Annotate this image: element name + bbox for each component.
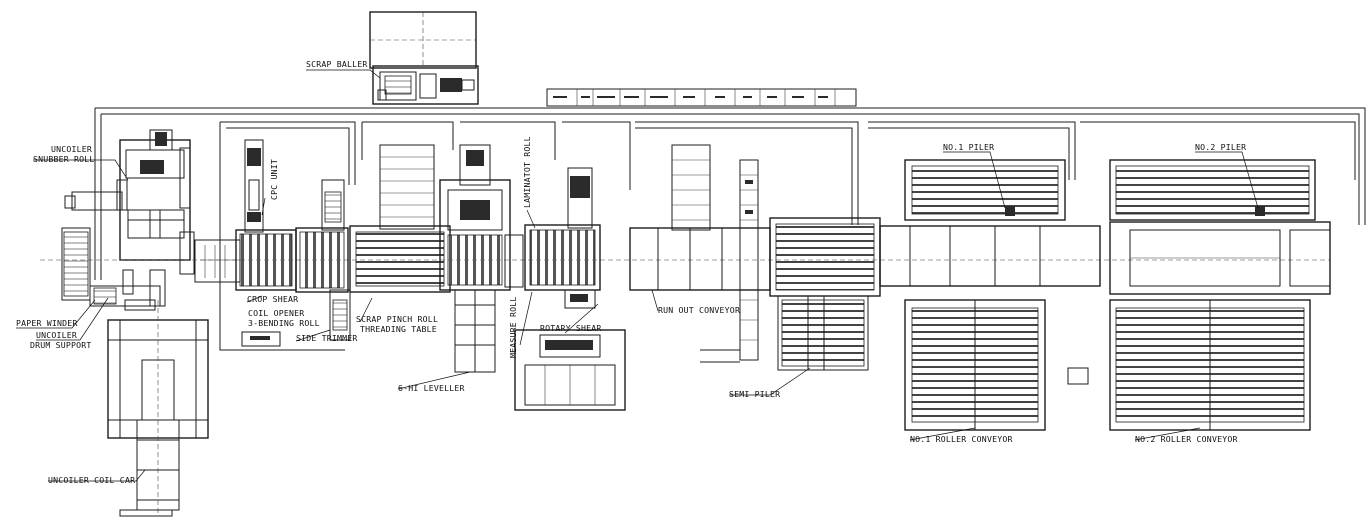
label-laminatot-roll: LAMINATOT ROLL [522, 136, 532, 208]
operator-pulpit [1067, 367, 1089, 385]
label-scrap-pinch-roll: SCRAP PINCH ROLL [356, 314, 438, 324]
leader-lines [16, 69, 1259, 482]
label-crop-shear: CROP SHEAR [247, 294, 298, 304]
label-threading-table: THREADING TABLE [360, 324, 437, 334]
labels: SCRAP BALLER UNCOILER SNUBBER ROLL CPC U… [16, 59, 1246, 485]
uncoiler-coil-car [107, 300, 209, 517]
label-uncoiler-snubber-roll-line1: UNCOILER [51, 144, 92, 154]
crop-shear-group [235, 139, 349, 293]
control-panel-bar [546, 88, 857, 107]
uncoiler-area [40, 129, 1330, 311]
label-uncoiler-drum-support-line2: DRUM SUPPORT [30, 340, 92, 350]
label-semi-piler: SEMI PILER [729, 389, 780, 399]
label-no2-roller-conveyor: NO.2 ROLLER CONVEYOR [1135, 434, 1238, 444]
threading-table [349, 144, 451, 293]
rotary-shear-group [514, 167, 626, 411]
cable-tray-outline [94, 107, 1366, 351]
label-coil-opener: COIL OPENER [248, 308, 304, 318]
exit-line [879, 221, 1331, 295]
label-no2-piler: NO.2 PILER [1195, 142, 1246, 152]
label-6-hi-leveller: 6-HI LEVELLER [398, 383, 465, 393]
semi-piler [769, 217, 881, 371]
label-uncoiler-snubber-roll-line2: SNUBBER ROLL [33, 154, 95, 164]
entry-table [194, 239, 241, 283]
label-3-bending-roll: 3-BENDING ROLL [248, 318, 320, 328]
label-paper-winder: PAPER WINDER [16, 318, 78, 328]
label-measure-roll: MEASURE ROLL [508, 296, 518, 358]
label-side-trimmer: SIDE TRIMMER [296, 333, 358, 343]
label-no1-piler: NO.1 PILER [943, 142, 994, 152]
label-no1-roller-conveyor: NO.1 ROLLER CONVEYOR [910, 434, 1013, 444]
side-trimmer [241, 289, 351, 347]
label-scrap-baller: SCRAP BALLER [306, 59, 368, 69]
scrap-baller [369, 11, 479, 105]
label-cpc-unit: CPC UNIT [269, 159, 279, 200]
label-run-out-conveyor: RUN OUT CONVEYOR [658, 305, 740, 315]
no1-roller-conveyor [904, 299, 1046, 431]
label-uncoiler-drum-support-line1: UNCOILER [36, 330, 77, 340]
no1-piler [904, 159, 1066, 221]
run-out-conveyor [629, 144, 771, 363]
no2-piler [1109, 159, 1316, 221]
label-uncoiler-coil-car: UNCOILER COIL CAR [48, 475, 135, 485]
six-hi-leveller [439, 144, 524, 373]
label-rotary-shear: ROTARY SHEAR [540, 323, 602, 333]
no2-roller-conveyor [1109, 299, 1311, 431]
